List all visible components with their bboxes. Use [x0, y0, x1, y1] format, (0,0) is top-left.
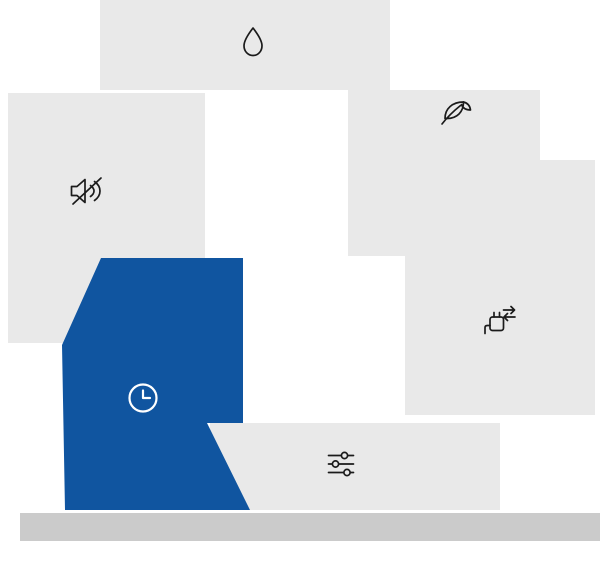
water-drop-tile: [100, 0, 390, 90]
speaker-mute-icon: [67, 174, 107, 208]
bottom-bar: [20, 513, 600, 541]
sliders-icon: [326, 451, 356, 477]
sliders-tile: [210, 423, 500, 510]
plug-arrows-icon: [482, 304, 518, 338]
leaf-icon: [438, 96, 474, 128]
clock-accent-shape: [62, 258, 250, 510]
plug-swap-tile: [405, 160, 595, 415]
clock-icon: [126, 381, 160, 415]
water-drop-icon: [239, 25, 267, 59]
